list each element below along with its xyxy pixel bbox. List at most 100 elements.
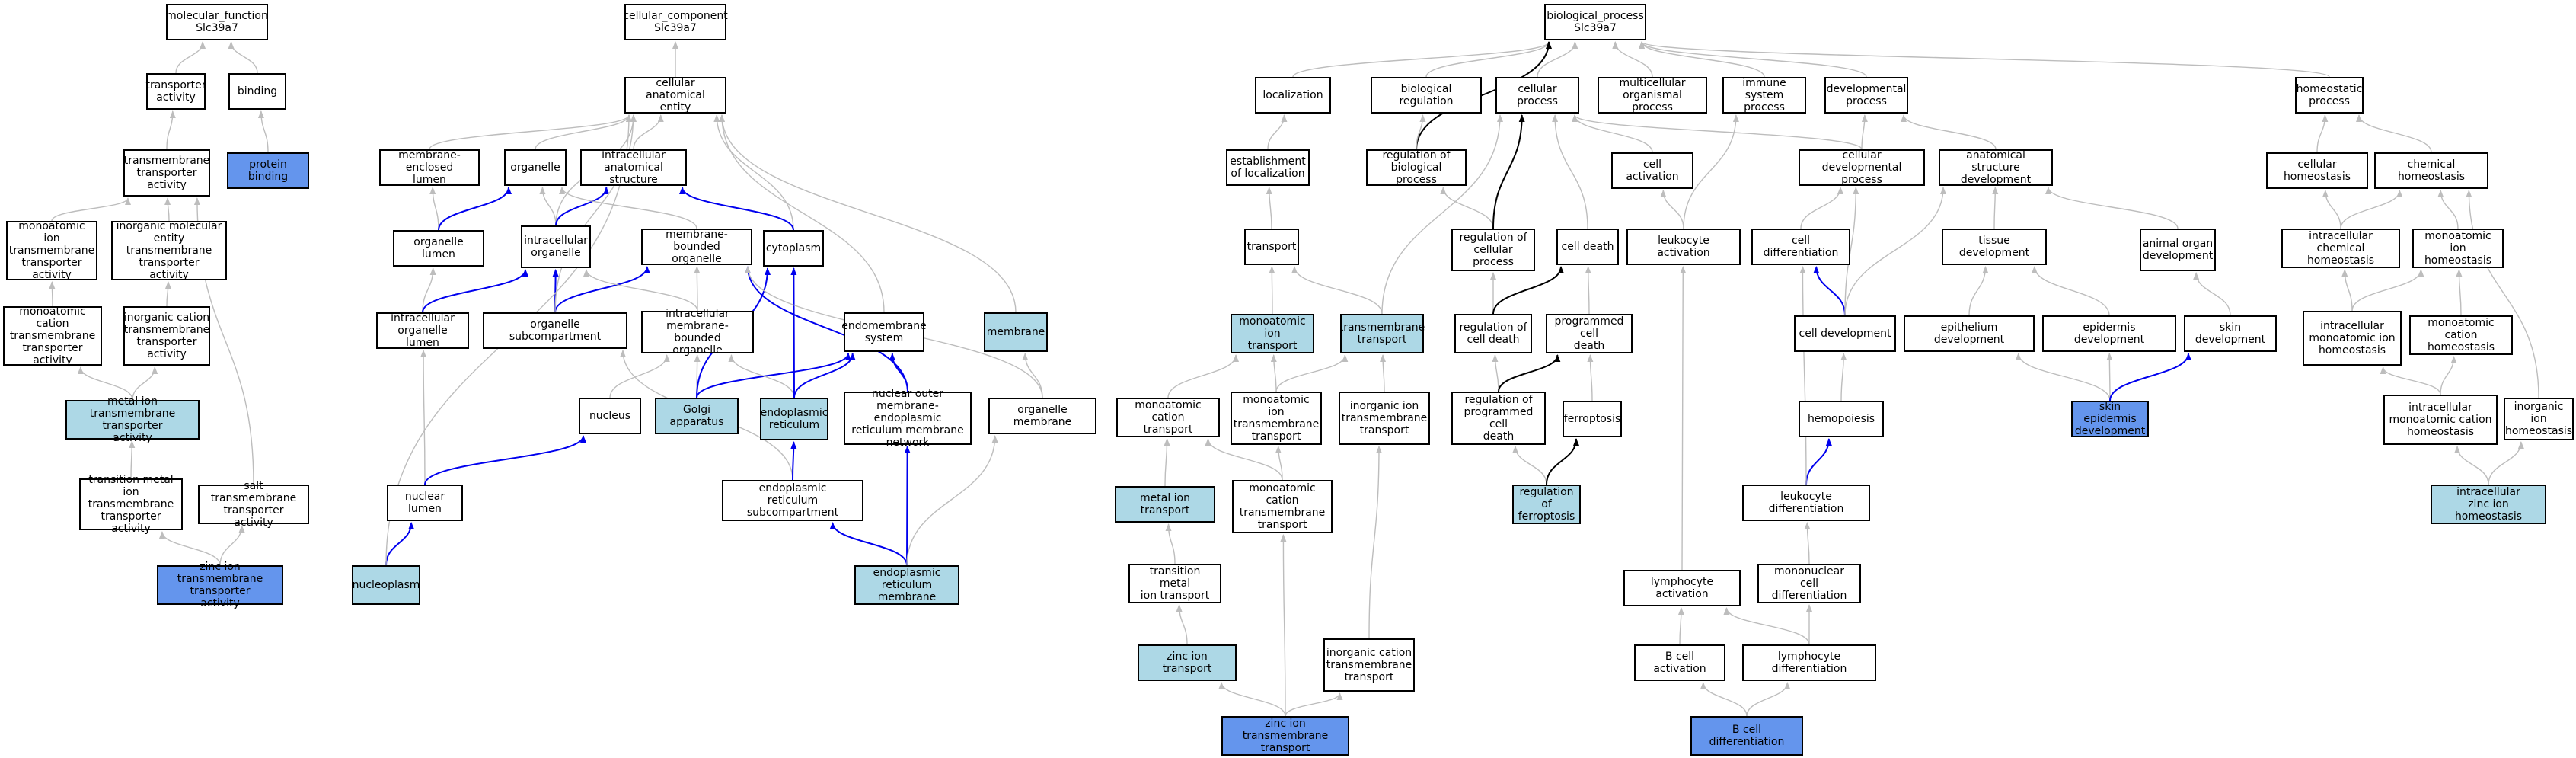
- node-inorg-mol-tm[interactable]: inorganic molecular entity transmembrane…: [111, 220, 227, 281]
- node-bp[interactable]: biological_process Slc39a7: [1544, 4, 1646, 40]
- node-zinc-tm-transport[interactable]: zinc ion transmembrane transport: [1221, 716, 1349, 756]
- node-mono-cation-tm-transport[interactable]: monoatomic cation transmembrane transpor…: [1232, 480, 1333, 533]
- edge-tm-transport-to-cell-process: [1381, 114, 1503, 315]
- node-organelle[interactable]: organelle: [504, 149, 567, 186]
- node-cell-death[interactable]: cell death: [1556, 229, 1619, 265]
- edge-zinc-tm-transport-to-mono-cation-tm-transport: [1280, 534, 1287, 717]
- node-intra-anat[interactable]: intracellular anatomical structure: [580, 149, 687, 186]
- node-est-loc[interactable]: establishment of localization: [1226, 149, 1310, 186]
- edge-nucleus-to-intra-mem-bound: [609, 354, 670, 398]
- node-leuk-diff[interactable]: leukocyte differentiation: [1742, 485, 1870, 521]
- node-nucleoplasm[interactable]: nucleoplasm: [352, 565, 420, 605]
- node-reg-cell-death[interactable]: regulation of cell death: [1454, 314, 1532, 353]
- node-hemopoiesis[interactable]: hemopoiesis: [1799, 401, 1884, 437]
- node-metal-ion-transport[interactable]: metal ion transport: [1115, 486, 1215, 523]
- node-dev-process[interactable]: developmental process: [1824, 77, 1908, 114]
- node-b-cell-diff[interactable]: B cell differentiation: [1690, 716, 1803, 756]
- edge-er-membrane-to-org-membrane: [906, 435, 998, 566]
- node-mono-cell-diff[interactable]: mononuclear cell differentiation: [1757, 564, 1861, 603]
- node-chem-homeo[interactable]: chemical homeostasis: [2374, 152, 2488, 189]
- node-reg-cell-proc[interactable]: regulation of cellular process: [1451, 229, 1535, 271]
- node-transport[interactable]: transport: [1244, 229, 1299, 265]
- node-ferroptosis[interactable]: ferroptosis: [1563, 401, 1622, 437]
- edge-cell-development-to-anat-dev: [1844, 187, 1946, 316]
- node-metal-ion-tm[interactable]: metal ion transmembrane transporter acti…: [65, 395, 200, 444]
- node-protein-binding[interactable]: protein binding: [227, 152, 309, 189]
- node-er-membrane[interactable]: endoplasmic reticulum membrane: [854, 565, 959, 605]
- node-skin-dev[interactable]: skin development: [2184, 315, 2277, 352]
- node-immune[interactable]: immune system process: [1722, 77, 1806, 114]
- node-multicell[interactable]: multicellular organismal process: [1598, 77, 1707, 114]
- node-epith-dev[interactable]: epithelium development: [1904, 315, 2035, 352]
- node-membrane[interactable]: membrane: [984, 312, 1048, 352]
- node-transporter-activity[interactable]: transporter activity: [145, 73, 206, 110]
- node-zinc-tm-act[interactable]: zinc ion transmembrane transporter activ…: [157, 561, 283, 609]
- node-inorg-ion-homeo[interactable]: inorganic ion homeostasis: [2504, 398, 2574, 440]
- node-tissue-dev[interactable]: tissue development: [1942, 229, 2047, 265]
- node-mem-enc-lumen[interactable]: membrane-enclosed lumen: [379, 149, 480, 186]
- node-intra-mem-bound[interactable]: intracellular membrane-bounded organelle: [641, 308, 754, 357]
- node-cytoplasm[interactable]: cytoplasm: [763, 230, 824, 267]
- node-inorg-ion-tm-transport[interactable]: inorganic ion transmembrane transport: [1339, 392, 1430, 445]
- node-mono-cation-tm[interactable]: monoatomic cation transmembrane transpor…: [3, 305, 102, 366]
- node-cell-diff[interactable]: cell differentiation: [1751, 229, 1850, 265]
- node-inorg-cation-tm-transport[interactable]: inorganic cation transmembrane transport: [1323, 638, 1415, 692]
- node-intra-mono-ion-homeo[interactable]: intracellular monoatomic ion homeostasis: [2303, 311, 2402, 366]
- node-salt-tm[interactable]: salt transmembrane transporter activity: [198, 480, 309, 529]
- node-localization[interactable]: localization: [1255, 77, 1331, 114]
- node-cell-process[interactable]: cellular process: [1495, 77, 1579, 114]
- node-lymph-diff[interactable]: lymphocyte differentiation: [1742, 644, 1876, 681]
- node-intra-organelle[interactable]: intracellular organelle: [521, 225, 591, 268]
- node-nuclear-lumen[interactable]: nuclear lumen: [387, 485, 463, 521]
- node-skin-epid-dev[interactable]: skin epidermis development: [2071, 401, 2149, 437]
- node-homeostatic[interactable]: homeostatic process: [2295, 77, 2364, 114]
- edge-golgi-to-endomembrane: [696, 353, 851, 398]
- node-mf[interactable]: molecular_function Slc39a7: [166, 4, 268, 40]
- node-mem-bound-org[interactable]: membrane-bounded organelle: [641, 229, 752, 265]
- node-trans-metal-tm[interactable]: transition metal ion transmembrane trans…: [79, 474, 183, 535]
- node-trans-metal-transport[interactable]: transition metal ion transport: [1128, 564, 1221, 603]
- node-intra-mono-cation-homeo[interactable]: intracellular monoatomic cation homeosta…: [2383, 395, 2498, 445]
- node-er[interactable]: endoplasmic reticulum: [760, 398, 828, 440]
- node-endomembrane[interactable]: endomembrane system: [841, 312, 927, 352]
- node-intra-org-lumen[interactable]: intracellular organelle lumen: [376, 312, 469, 349]
- node-mono-ion-transport[interactable]: monoatomic ion transport: [1231, 314, 1314, 353]
- node-cell-homeo[interactable]: cellular homeostasis: [2266, 152, 2368, 189]
- node-mono-ion-tm[interactable]: monoatomic ion transmembrane transporter…: [6, 220, 97, 281]
- node-b-cell-act[interactable]: B cell activation: [1634, 644, 1725, 681]
- node-reg-bio[interactable]: regulation of biological process: [1366, 149, 1467, 186]
- node-mono-cation-transport[interactable]: monoatomic cation transport: [1116, 398, 1220, 437]
- node-cae[interactable]: cellular anatomical entity: [624, 77, 726, 114]
- node-cell-development[interactable]: cell development: [1794, 315, 1896, 352]
- node-leuk-act[interactable]: leukocyte activation: [1626, 229, 1741, 265]
- node-nuc-outer[interactable]: nuclear outer membrane-endoplasmic retic…: [844, 388, 972, 449]
- node-nucleus[interactable]: nucleus: [579, 398, 641, 434]
- node-reg-prog-death[interactable]: regulation of programmed cell death: [1451, 392, 1546, 445]
- node-binding[interactable]: binding: [228, 73, 286, 110]
- node-golgi[interactable]: Golgi apparatus: [655, 398, 739, 434]
- node-cell-activation[interactable]: cell activation: [1611, 152, 1693, 189]
- node-org-subcomp[interactable]: organelle subcompartment: [483, 312, 627, 349]
- node-cc[interactable]: cellular_component Slc39a7: [623, 4, 728, 40]
- node-lymph-act[interactable]: lymphocyte activation: [1623, 570, 1741, 606]
- node-organelle-lumen[interactable]: organelle lumen: [393, 230, 484, 267]
- node-mono-ion-tm-transport[interactable]: monoatomic ion transmembrane transport: [1231, 392, 1322, 445]
- node-tm-transporter[interactable]: transmembrane transporter activity: [123, 149, 210, 197]
- node-mono-ion-homeo[interactable]: monoatomic ion homeostasis: [2412, 229, 2504, 268]
- node-epid-dev[interactable]: epidermis development: [2042, 315, 2176, 352]
- node-animal-org-dev[interactable]: animal organ development: [2140, 229, 2216, 271]
- node-bio-reg[interactable]: biological regulation: [1371, 77, 1482, 114]
- node-inorg-cation-tm[interactable]: inorganic cation transmembrane transport…: [123, 306, 210, 366]
- node-tm-transport[interactable]: transmembrane transport: [1339, 314, 1425, 353]
- node-er-subcomp[interactable]: endoplasmic reticulum subcompartment: [722, 480, 863, 521]
- node-intra-chem-homeo[interactable]: intracellular chemical homeostasis: [2281, 229, 2400, 268]
- node-anat-dev[interactable]: anatomical structure development: [1939, 149, 2053, 186]
- node-intra-zinc-homeo[interactable]: intracellular zinc ion homeostasis: [2431, 485, 2546, 524]
- edge-leuk-act-to-immune: [1683, 114, 1739, 229]
- node-reg-ferroptosis[interactable]: regulation of ferroptosis: [1512, 485, 1581, 524]
- node-org-membrane[interactable]: organelle membrane: [988, 398, 1096, 434]
- node-mono-cation-homeo[interactable]: monoatomic cation homeostasis: [2409, 315, 2513, 355]
- node-zinc-transport[interactable]: zinc ion transport: [1138, 644, 1237, 681]
- node-cell-dev-process[interactable]: cellular developmental process: [1799, 149, 1925, 186]
- node-prog-cell-death[interactable]: programmed cell death: [1546, 314, 1633, 353]
